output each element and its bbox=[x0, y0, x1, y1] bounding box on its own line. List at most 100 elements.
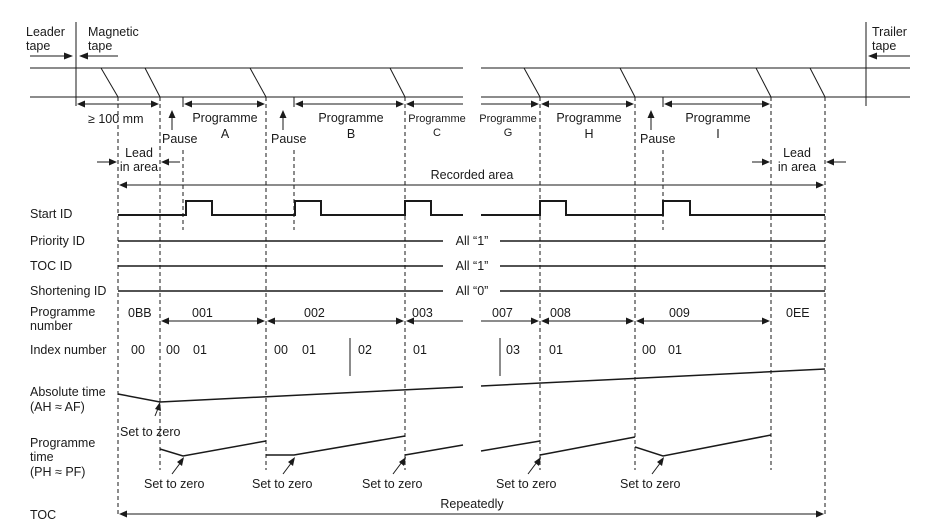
programme-b-label: Programme bbox=[318, 111, 383, 125]
programme-c-arrow-left-icon bbox=[406, 100, 414, 108]
lead-out-area-label-line2: in area bbox=[778, 160, 816, 174]
boundary-lines bbox=[117, 97, 826, 514]
programme-a-label: Programme bbox=[192, 111, 257, 125]
prog-zero-arrow-shaft bbox=[527, 461, 538, 475]
flag-rows: All “1” All “1” All “0” bbox=[118, 234, 825, 298]
lead-in-area-label-line2: in area bbox=[120, 160, 158, 174]
recorded-area-arrow-left-icon bbox=[119, 181, 127, 189]
prog-time-seg-g bbox=[480, 440, 541, 452]
programme-b-letter: B bbox=[347, 127, 355, 141]
trailer-arrow-icon bbox=[868, 52, 877, 60]
toc-label: TOC bbox=[30, 508, 56, 522]
programme-b-arrow-right-icon bbox=[396, 100, 404, 108]
programme-c-letter: C bbox=[433, 127, 441, 139]
prog-span-001-left-icon bbox=[161, 317, 169, 325]
trailer-tape-label-line1: Trailer bbox=[872, 25, 907, 39]
start-id-label: Start ID bbox=[30, 207, 72, 221]
absolute-time-line-left bbox=[117, 386, 464, 403]
distance-label: ≥ 100 mm bbox=[88, 112, 144, 126]
prog-time-seg-a bbox=[159, 440, 267, 457]
prog-number-0ee: 0EE bbox=[786, 306, 810, 320]
toc-id-label: TOC ID bbox=[30, 259, 72, 273]
absolute-time-label-line1: Absolute time bbox=[30, 385, 106, 399]
programme-h-arrow-right-icon bbox=[626, 100, 634, 108]
programme-a-arrow-left-icon bbox=[184, 100, 192, 108]
programme-numbers: 0BB 001 002 003 007 008 009 0EE bbox=[128, 306, 810, 325]
prog-number-0bb: 0BB bbox=[128, 306, 152, 320]
toc-arrow-right-icon bbox=[816, 510, 824, 518]
abs-set-to-zero-label: Set to zero bbox=[120, 425, 180, 439]
prog-span-008-left-icon bbox=[541, 317, 549, 325]
lead-in-area-label-line1: Lead bbox=[125, 146, 153, 160]
absolute-time-line-right bbox=[480, 368, 826, 387]
row-labels: Start ID Priority ID TOC ID Shortening I… bbox=[30, 207, 106, 522]
prog-span-002-right-icon bbox=[396, 317, 404, 325]
leader-tape-label-line1: Leader bbox=[26, 25, 65, 39]
toc-id-value: All “1” bbox=[456, 259, 489, 273]
prog-span-003-left-icon bbox=[406, 317, 414, 325]
index-number-label: Index number bbox=[30, 343, 106, 357]
prog-span-002-left-icon bbox=[267, 317, 275, 325]
prog-set-to-zero-label: Set to zero bbox=[496, 477, 556, 491]
prog-set-to-zero-label: Set to zero bbox=[362, 477, 422, 491]
priority-id-label: Priority ID bbox=[30, 234, 85, 248]
prog-set-to-zero-label: Set to zero bbox=[144, 477, 204, 491]
toc-arrow-left-icon bbox=[119, 510, 127, 518]
index-number: 01 bbox=[413, 343, 427, 357]
track-stripe bbox=[619, 67, 636, 98]
lead-out-arrow-left-icon bbox=[762, 158, 770, 166]
track-stripe bbox=[144, 67, 161, 98]
programme-a-letter: A bbox=[221, 127, 230, 141]
index-number: 01 bbox=[193, 343, 207, 357]
programme-time-label-line3: (PH ≈ PF) bbox=[30, 465, 85, 479]
toc-row: Repeatedly bbox=[119, 497, 824, 518]
prog-time-seg-h bbox=[539, 436, 636, 456]
programme-h-letter: H bbox=[584, 127, 593, 141]
index-number: 00 bbox=[166, 343, 180, 357]
track-stripe bbox=[249, 67, 267, 98]
programme-c-label: Programme bbox=[408, 113, 465, 125]
recorded-area-arrow-right-icon bbox=[816, 181, 824, 189]
programme-number-label-line1: Programme bbox=[30, 305, 95, 319]
segment-labels: ≥ 100 mm Pause Programme A Pause Program… bbox=[77, 100, 770, 146]
pause-1-label: Pause bbox=[162, 132, 197, 146]
tape-header: Leader tape Magnetic tape Trailer tape bbox=[26, 22, 910, 107]
programme-a-arrow-right-icon bbox=[257, 100, 265, 108]
lead-in-arrow-left-icon bbox=[109, 158, 117, 166]
programme-g-arrow-right-icon bbox=[531, 100, 539, 108]
programme-i-arrow-left-icon bbox=[664, 100, 672, 108]
leader-tape-label-line2: tape bbox=[26, 39, 50, 53]
shortening-id-value: All “0” bbox=[456, 284, 489, 298]
prog-span-007-right-icon bbox=[531, 317, 539, 325]
prog-set-to-zero-label: Set to zero bbox=[252, 477, 312, 491]
prog-number-008: 008 bbox=[550, 306, 571, 320]
distance-arrow-left-icon bbox=[77, 100, 85, 108]
track-stripe bbox=[755, 67, 772, 98]
prog-zero-arrow-shaft bbox=[392, 461, 403, 475]
track-stripe bbox=[809, 67, 826, 98]
prog-zero-arrow-icon bbox=[534, 457, 541, 466]
prog-zero-arrow-icon bbox=[288, 457, 295, 466]
recorded-area-label: Recorded area bbox=[431, 168, 514, 182]
track-stripe bbox=[389, 67, 406, 98]
start-id-waveform bbox=[118, 200, 825, 216]
lead-out-arrow-right-icon bbox=[826, 158, 834, 166]
pause-2-arrow-icon bbox=[279, 110, 287, 118]
index-number: 03 bbox=[506, 343, 520, 357]
prog-number-002: 002 bbox=[304, 306, 325, 320]
programme-b-arrow-left-icon bbox=[295, 100, 303, 108]
programme-time-label-line2: time bbox=[30, 450, 54, 464]
prog-set-to-zero-label: Set to zero bbox=[620, 477, 680, 491]
programme-h-label: Programme bbox=[556, 111, 621, 125]
magnetic-tape-label-line2: tape bbox=[88, 39, 112, 53]
index-numbers: 00 00 01 00 01 02 01 03 01 00 01 bbox=[131, 338, 682, 376]
prog-number-007: 007 bbox=[492, 306, 513, 320]
absolute-time-trace: Set to zero bbox=[117, 368, 826, 439]
pause-2-label: Pause bbox=[271, 132, 306, 146]
prog-zero-arrow-icon bbox=[177, 457, 184, 466]
prog-zero-arrow-icon bbox=[399, 457, 406, 466]
prog-number-009: 009 bbox=[669, 306, 690, 320]
priority-id-value: All “1” bbox=[456, 234, 489, 248]
prog-span-009-left-icon bbox=[636, 317, 644, 325]
